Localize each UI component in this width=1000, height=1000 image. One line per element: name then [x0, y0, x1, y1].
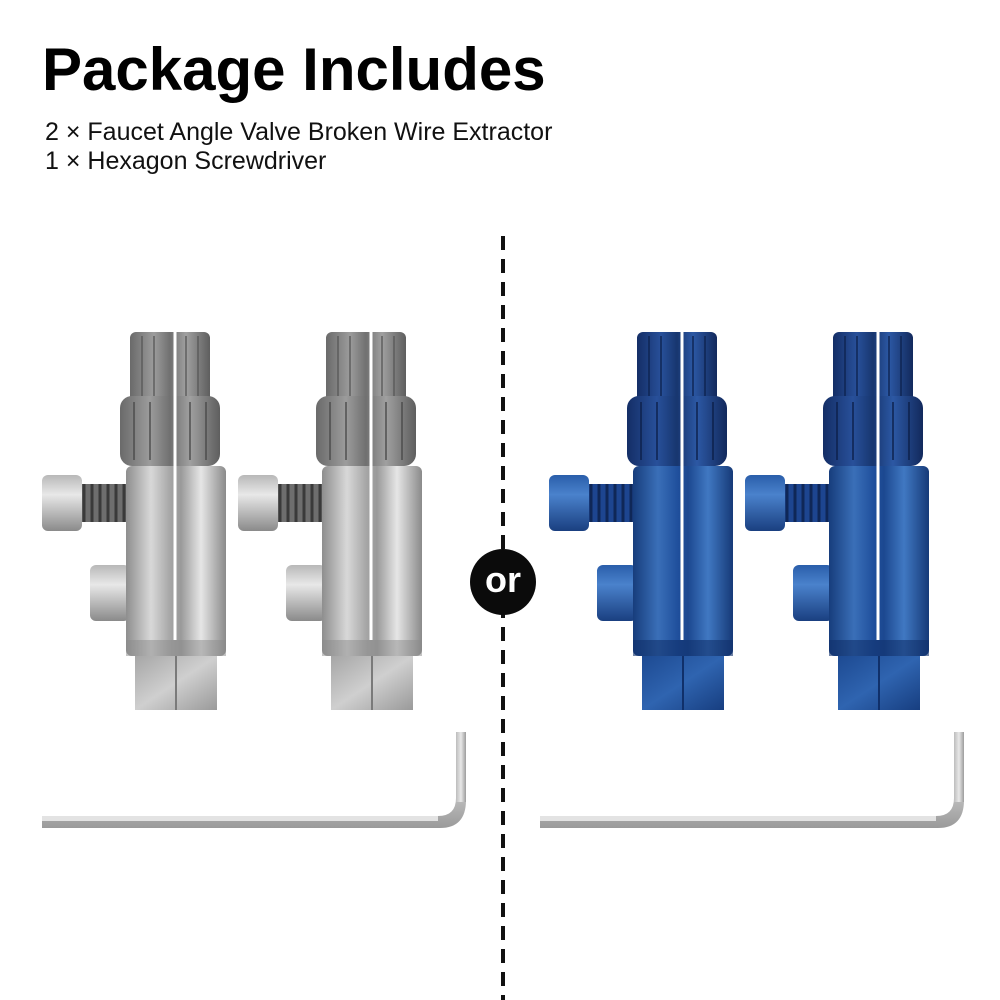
hex-wrench-right [540, 732, 964, 828]
package-item: 2 × Faucet Angle Valve Broken Wire Extra… [45, 118, 553, 146]
dashed-divider [501, 236, 505, 1000]
or-badge: or [470, 549, 536, 615]
package-item: 1 × Hexagon Screwdriver [45, 147, 327, 175]
extractor-blue-2 [743, 330, 931, 712]
page-title: Package Includes [42, 36, 546, 103]
hex-wrench-left [42, 732, 466, 828]
extractor-silver-2 [236, 330, 424, 712]
package-contents-list: 2 × Faucet Angle Valve Broken Wire Extra… [45, 118, 552, 176]
or-label: or [485, 559, 521, 600]
extractor-silver-1 [40, 330, 228, 712]
extractor-blue-1 [547, 330, 735, 712]
